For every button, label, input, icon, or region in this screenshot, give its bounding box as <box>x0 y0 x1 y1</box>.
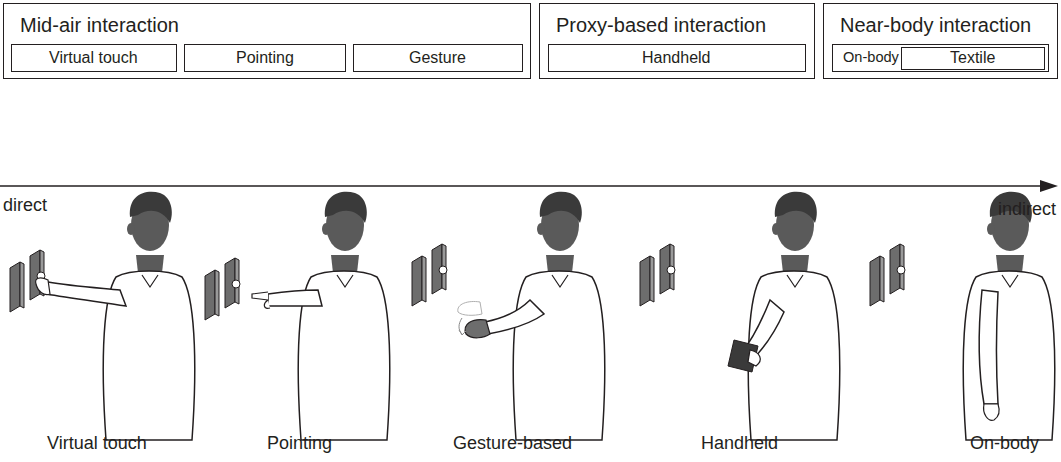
figure-caption: Pointing <box>267 434 332 454</box>
method-label: Gesture <box>409 49 466 67</box>
figure-caption: Handheld <box>701 434 778 454</box>
figure-caption: Virtual touch <box>47 434 147 454</box>
group-title: Mid-air interaction <box>20 14 179 36</box>
method-box: On-body Textile <box>832 44 1049 72</box>
group-box: Proxy-based interactionHandheld <box>539 3 815 79</box>
method-label: On-body <box>843 49 899 65</box>
method-box: Pointing <box>184 44 346 72</box>
method-label: Handheld <box>642 49 711 67</box>
pointing-figure <box>205 192 390 440</box>
group-title: Proxy-based interaction <box>556 14 766 36</box>
method-box: Virtual touch <box>11 44 177 72</box>
group-title: Near-body interaction <box>840 14 1031 36</box>
direction-label: direct <box>3 196 47 216</box>
method-label: Virtual touch <box>49 49 138 67</box>
method-box: Handheld <box>548 44 806 72</box>
gesture-figure <box>412 192 605 440</box>
direction-label: indirect <box>998 200 1056 220</box>
axis-line <box>0 185 1045 187</box>
handheld-figure <box>640 192 840 440</box>
axis-arrowhead <box>1040 180 1058 192</box>
figure-caption: Gesture-based <box>453 434 572 454</box>
on-body-figure <box>870 192 1055 440</box>
group-box: Mid-air interactionVirtual touch Pointing… <box>3 3 531 79</box>
group-box: Near-body interactionOn-body Textile <box>823 3 1058 79</box>
method-label: Pointing <box>236 49 294 67</box>
sub-method-box: Textile <box>901 47 1045 70</box>
method-label: Textile <box>950 49 995 67</box>
virtual-touch-figure <box>10 192 195 440</box>
figure-caption: On-body <box>970 434 1039 454</box>
method-box: Gesture <box>353 44 523 72</box>
